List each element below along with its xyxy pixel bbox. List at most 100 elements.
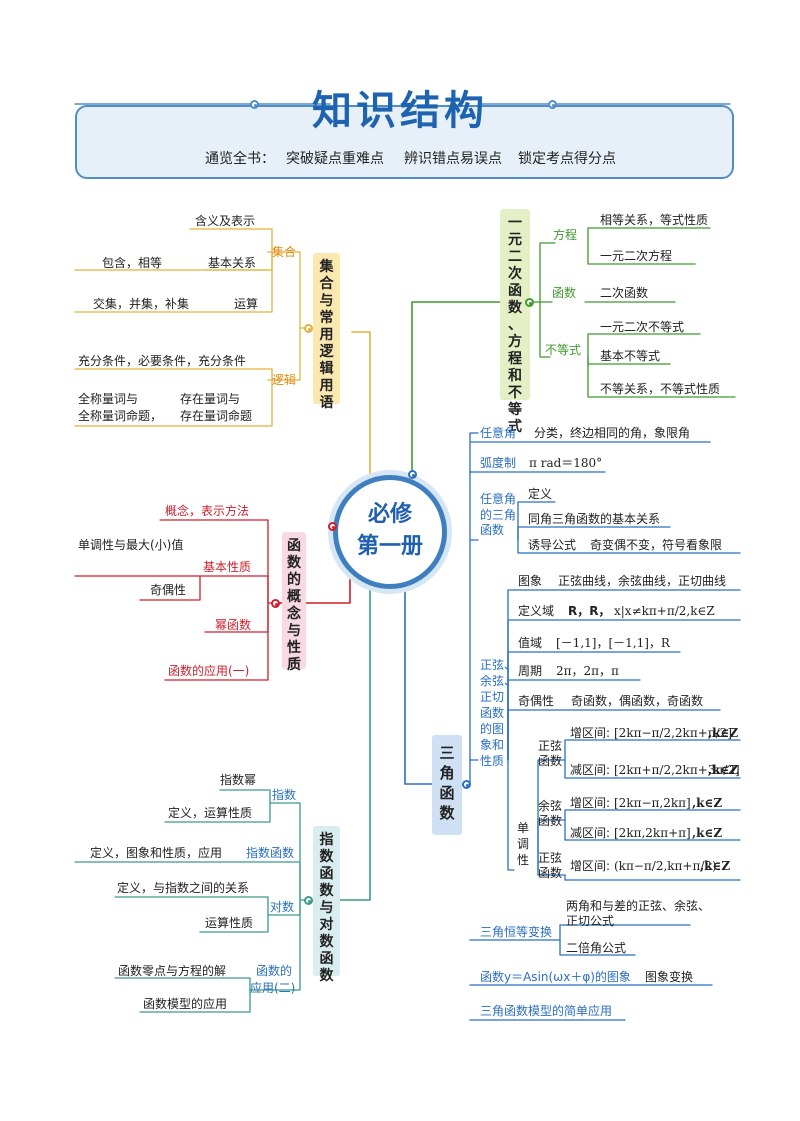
title-char: 数: [287, 555, 301, 571]
trig-graph-branch: 正切: [480, 690, 505, 704]
title-char: 函: [508, 283, 522, 299]
trig-graph-branch: 函数: [480, 706, 505, 720]
trig-graph-item: 2π，2π，π: [556, 664, 619, 678]
trig-cos-label: 函数: [538, 814, 563, 828]
trig-dot: [462, 780, 471, 789]
functions-dot: [271, 599, 280, 608]
trig-tan-label: 正弦: [538, 851, 563, 865]
trig-graph-item: 奇函数，偶函数，奇函数: [571, 694, 704, 708]
trig-graph-item: 正弦曲线，余弦曲线，正切曲线: [558, 574, 727, 588]
interval-label: 增区间:: [570, 796, 611, 810]
title-char: 数: [508, 300, 522, 316]
trig-mono: 调: [517, 837, 530, 851]
title-char: 概: [287, 589, 301, 605]
logic-item: 全称量词命题，: [78, 409, 163, 423]
interval-value: [2kπ−π,2kπ]: [614, 796, 691, 810]
trig-identity-item: 二倍角公式: [566, 941, 627, 955]
trig-mono: 单: [517, 821, 530, 835]
quadratic-item: 二次函数: [600, 286, 649, 300]
logic-item: 存在量词命题: [180, 409, 253, 423]
title-char: 元: [508, 232, 522, 248]
center-line2: 第一册: [356, 534, 423, 559]
interval-value: (kπ−π/2,kπ+π/2): [614, 859, 717, 873]
title-char: 二: [508, 249, 522, 265]
interval-value: [2kπ,2kπ+π]: [614, 826, 691, 840]
title-char: 三: [439, 744, 455, 762]
explog-item: 应用(二): [250, 981, 296, 995]
quadratic-dot: [525, 298, 534, 307]
quadratic-item: 函数: [552, 286, 577, 300]
quadratic-title-box: 一元二次函数、方程和不等式: [500, 209, 530, 435]
header-subtitle-lead: 通览全书：: [205, 151, 275, 167]
center-dot-left: [328, 522, 337, 531]
quadratic-item: 基本不等式: [600, 349, 661, 363]
title-char: 念: [287, 606, 301, 622]
trig-any-angle-desc: 分类，终边相同的角，象限角: [534, 426, 691, 440]
trig-identity-item: 正切公式: [566, 914, 615, 928]
quadratic-item: 不等式: [545, 343, 582, 357]
interval-suffix: ,k∈Z: [692, 826, 723, 840]
title-char: 集: [319, 259, 334, 275]
interval-suffix: ,k∈Z: [700, 859, 731, 873]
trig-title-box: 三角函数: [432, 735, 462, 835]
sets-logic-title-box: 集合与常用逻辑用语: [313, 253, 340, 411]
interval-label: 减区间:: [570, 826, 611, 840]
center-dot-top: [408, 470, 417, 479]
functions-item: 奇偶性: [150, 583, 187, 597]
trig-identity-item: 两角和与差的正弦、余弦、: [566, 899, 711, 913]
trig-sin-label: 正弦: [538, 739, 563, 753]
explog-item: 指数幂: [220, 773, 257, 787]
header-left-dot: [250, 100, 259, 109]
trig-identity: 三角恒等变换: [480, 925, 553, 939]
interval-value: [2kπ−π/2,2kπ+π/2]: [614, 726, 733, 740]
sets-item: 交集，并集，补集: [93, 297, 190, 311]
sets-item: 运算: [234, 297, 259, 311]
trig-graph-item: 值域: [518, 636, 543, 650]
interval-value: [2kπ+π/2,2kπ+3π/2]: [614, 763, 740, 777]
title-char: 数: [439, 804, 455, 822]
title-char: 等: [508, 402, 522, 418]
functions-item: 基本性质: [203, 560, 252, 574]
title-char: 数: [319, 968, 334, 984]
trig-graph-branch: 性质: [480, 754, 505, 768]
title-char: 对: [319, 917, 334, 933]
title-char: 用: [319, 327, 334, 343]
explog-item: 函数的: [256, 964, 293, 978]
trig-mono: 性: [517, 853, 530, 867]
title-char: 质: [287, 657, 301, 673]
trig-model: 三角函数模型的简单应用: [480, 1004, 613, 1018]
sets-item: 基本关系: [208, 256, 257, 270]
interval-suffix: ,k∈Z: [692, 796, 723, 810]
header-right-dot: [548, 100, 557, 109]
explog-item: 定义，与指数之间的关系: [117, 881, 250, 895]
trig-def-item: 诱导公式: [528, 538, 577, 552]
title-char: 程: [508, 351, 522, 367]
trig-graph-item: 图象: [518, 574, 543, 588]
explog-item: 定义，运算性质: [168, 806, 253, 820]
trig-graph-item: R，R，: [568, 604, 611, 618]
interval-label: 减区间:: [570, 763, 611, 777]
trig-radian: 弧度制: [480, 456, 517, 470]
title-char: 函: [287, 538, 301, 554]
trig-asin-desc: 图象变换: [645, 970, 694, 984]
quadratic-item: 一元二次方程: [600, 249, 673, 263]
title-char: 的: [287, 572, 301, 588]
quadratic-item: 方程: [553, 228, 578, 242]
trig-def-item: 同角三角函数的基本关系: [528, 512, 661, 526]
center-node: 必修 第一册: [333, 475, 447, 589]
quadratic-item: 一元二次不等式: [600, 320, 685, 334]
header-box: [75, 105, 734, 179]
functions-title-box: 函数的概念与性质: [282, 532, 306, 673]
trig-def-item: 奇变偶不变，符号看象限: [590, 538, 723, 552]
interval-suffix: ,k∈Z: [708, 763, 739, 777]
trig-domain-tan: x|x≠kπ+π/2,k∈Z: [614, 604, 715, 618]
title-char: 与: [287, 623, 301, 639]
explog-item: 函数模型的应用: [143, 997, 228, 1011]
sets-item: 包含，相等: [102, 256, 163, 270]
quadratic-item: 不等关系，不等式性质: [600, 382, 721, 396]
title-char: 和: [508, 368, 522, 384]
title-char: 次: [508, 266, 522, 282]
trig-graph-branch: 象和: [480, 738, 505, 752]
title-char: 函: [319, 866, 334, 882]
interval-label: 增区间:: [570, 859, 611, 873]
